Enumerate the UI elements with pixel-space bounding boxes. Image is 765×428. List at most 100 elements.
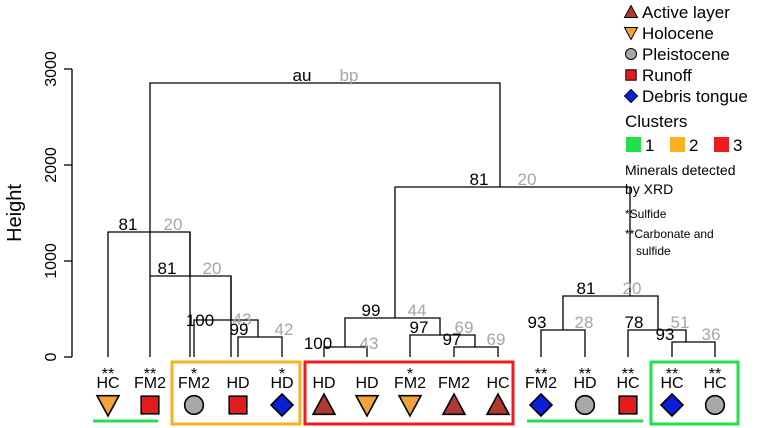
sample-symbol [441, 392, 467, 416]
branch [107, 231, 191, 357]
branch [237, 336, 283, 357]
triangle-down-icon [623, 26, 639, 41]
diamond-icon [623, 88, 639, 104]
leaf-label: FM2 [134, 375, 166, 392]
node-bp-label: 69 [455, 318, 474, 337]
leaf: ** HC [703, 366, 727, 416]
square-icon [625, 69, 637, 81]
leaf-label: FM2 [394, 375, 426, 392]
sample-symbol [618, 395, 638, 415]
sample-symbol [354, 394, 380, 418]
leaf: ** HD [573, 366, 597, 416]
leaf: FM2 [438, 375, 470, 416]
branch [149, 82, 501, 232]
sample-symbol [397, 394, 423, 418]
cluster-swatch [670, 137, 685, 152]
node-bp-label: 42 [275, 320, 294, 339]
leaf-label: FM2 [525, 375, 557, 392]
triangle-down-icon [623, 26, 639, 41]
node-bp-label: 69 [487, 330, 506, 349]
leaf: * FM2 [394, 366, 426, 418]
leaf-mark: ** [709, 366, 721, 383]
leaf-label: HD [270, 375, 293, 392]
square-icon [618, 395, 638, 415]
branch [409, 334, 476, 357]
circle-icon [624, 47, 638, 61]
node-bp-label: 28 [575, 313, 594, 332]
leaf-label: FM2 [438, 375, 470, 392]
note-carbonate: **Carbonate and [625, 227, 714, 241]
node-au-label: 99 [362, 301, 381, 320]
leaf-label: HC [660, 375, 683, 392]
diamond-icon [269, 392, 295, 418]
legend-label: Debris tongue [642, 87, 748, 106]
node-bp-label: 20 [518, 170, 537, 189]
node-au-label: 100 [186, 311, 214, 330]
branch [671, 341, 716, 357]
node-bp-label: 43 [360, 334, 379, 353]
cluster-label: 1 [645, 136, 654, 155]
diamond-icon [623, 88, 639, 104]
triangle-down-icon [354, 394, 380, 418]
node-bp-label: 20 [623, 279, 642, 298]
leaf: HD [226, 375, 250, 415]
node-au-label: 97 [443, 330, 462, 349]
leaf-labels: ** HC ** FM2 * FM2 HD * HD HD [95, 366, 727, 418]
node-bp-label: 44 [408, 301, 427, 320]
clusters-title: Clusters [625, 112, 687, 131]
triangle-up-icon [623, 4, 639, 19]
circle-icon [704, 394, 726, 416]
leaf-mark: ** [666, 366, 678, 383]
leaf-label: FM2 [178, 375, 210, 392]
cluster-label: 3 [733, 136, 742, 155]
leaf-label: HC [703, 375, 726, 392]
leaf-label: HD [573, 375, 596, 392]
node-au-label: 78 [625, 313, 644, 332]
cluster-1-box [649, 360, 740, 426]
node-au-label: 97 [410, 318, 429, 337]
node-bp-label: 43 [233, 310, 252, 329]
triangle-up-icon [623, 4, 639, 19]
cluster-swatch [626, 137, 641, 152]
sample-symbol [574, 394, 596, 416]
square-icon [228, 395, 248, 415]
triangle-up-icon [485, 392, 511, 416]
leaf-mark: * [279, 366, 285, 383]
triangle-up-icon [441, 392, 467, 416]
node-labels: 81 20 81 20 100 43 99 42 81 20 99 44 100… [119, 170, 721, 353]
node-bp-label: 36 [702, 325, 721, 344]
leaf-label: HD [312, 375, 335, 392]
node-au-label: 99 [230, 320, 249, 339]
branch [627, 329, 687, 357]
leaf-label: HC [96, 375, 119, 392]
leaf-label: HD [226, 375, 249, 392]
sample-symbol [228, 395, 248, 415]
y-tick-label: 1000 [43, 243, 60, 279]
node-au-label: 81 [119, 215, 138, 234]
y-tick-label: 3000 [43, 51, 60, 87]
leaf-mark: * [191, 366, 197, 383]
leaf-mark: ** [622, 366, 634, 383]
node-bp-label: 51 [671, 313, 690, 332]
diamond-icon [659, 392, 685, 418]
leaf: HD [311, 375, 337, 416]
cluster-label: 2 [689, 136, 698, 155]
note-sulfide: *Sulfide [625, 207, 667, 221]
leaf-label: HC [616, 375, 639, 392]
legend-label: Pleistocene [642, 45, 730, 64]
node-au-label: 81 [158, 259, 177, 278]
sample-symbol [95, 394, 121, 418]
circle-icon [624, 47, 638, 61]
cluster-2-box [170, 360, 302, 426]
branch [453, 346, 499, 357]
cluster-outlines [93, 360, 740, 426]
leaf-label: HC [486, 375, 509, 392]
sample-symbol [183, 394, 205, 416]
y-axis: 0 1000 2000 3000 Height [4, 51, 73, 361]
leaf-mark: * [407, 366, 413, 383]
minerals-title: by XRD [625, 181, 673, 197]
legend: Active layer Holocene Pleistocene Runoff… [623, 3, 748, 258]
leaf: ** HC [616, 366, 640, 415]
y-tick-label: 2000 [43, 147, 60, 183]
